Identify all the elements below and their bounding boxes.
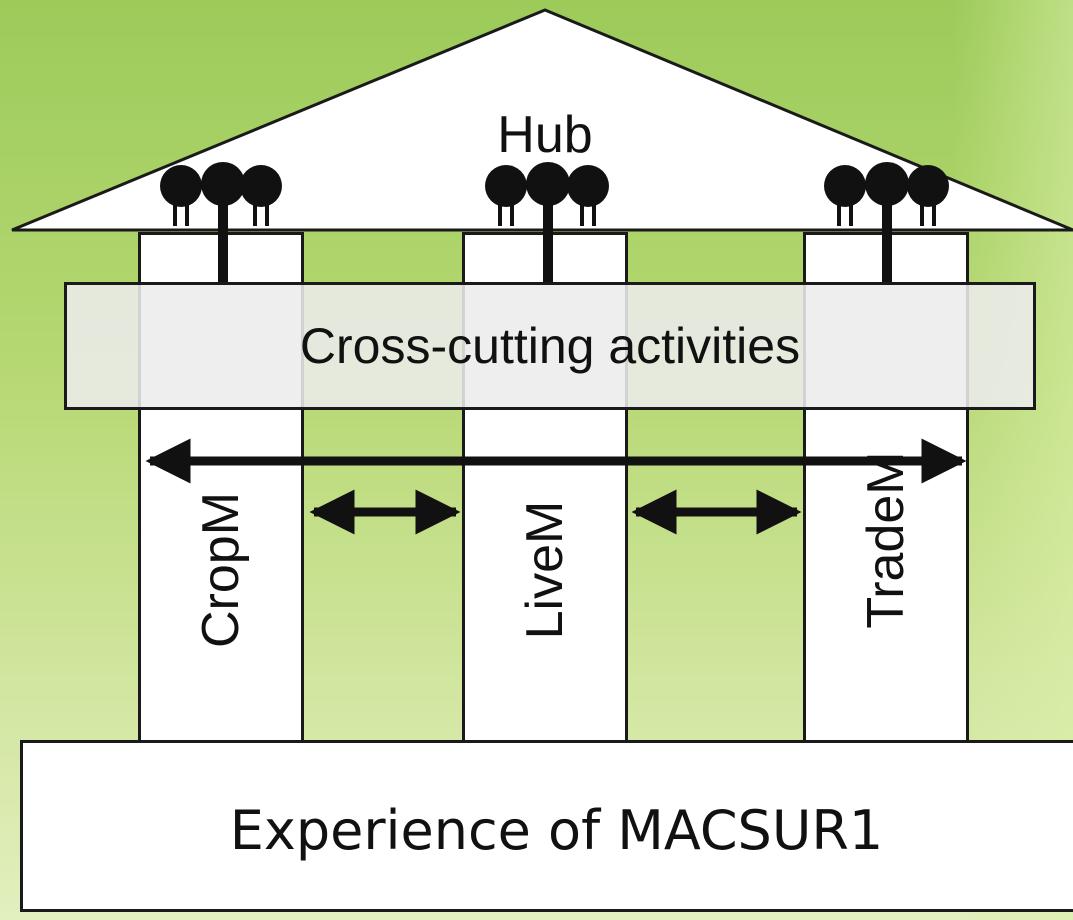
roof-label: Hub — [497, 106, 592, 164]
node-cluster-tradem — [824, 162, 949, 282]
foundation: Experience of MACSUR1 — [20, 740, 1073, 912]
crossbeam-label: Cross-cutting activities — [299, 318, 801, 374]
node-cluster-livem — [485, 162, 609, 282]
crossbeam: Cross-cutting activities — [64, 282, 1036, 410]
node-cluster-cropm — [160, 162, 282, 282]
foundation-label: Experience of MACSUR1 — [229, 798, 884, 862]
